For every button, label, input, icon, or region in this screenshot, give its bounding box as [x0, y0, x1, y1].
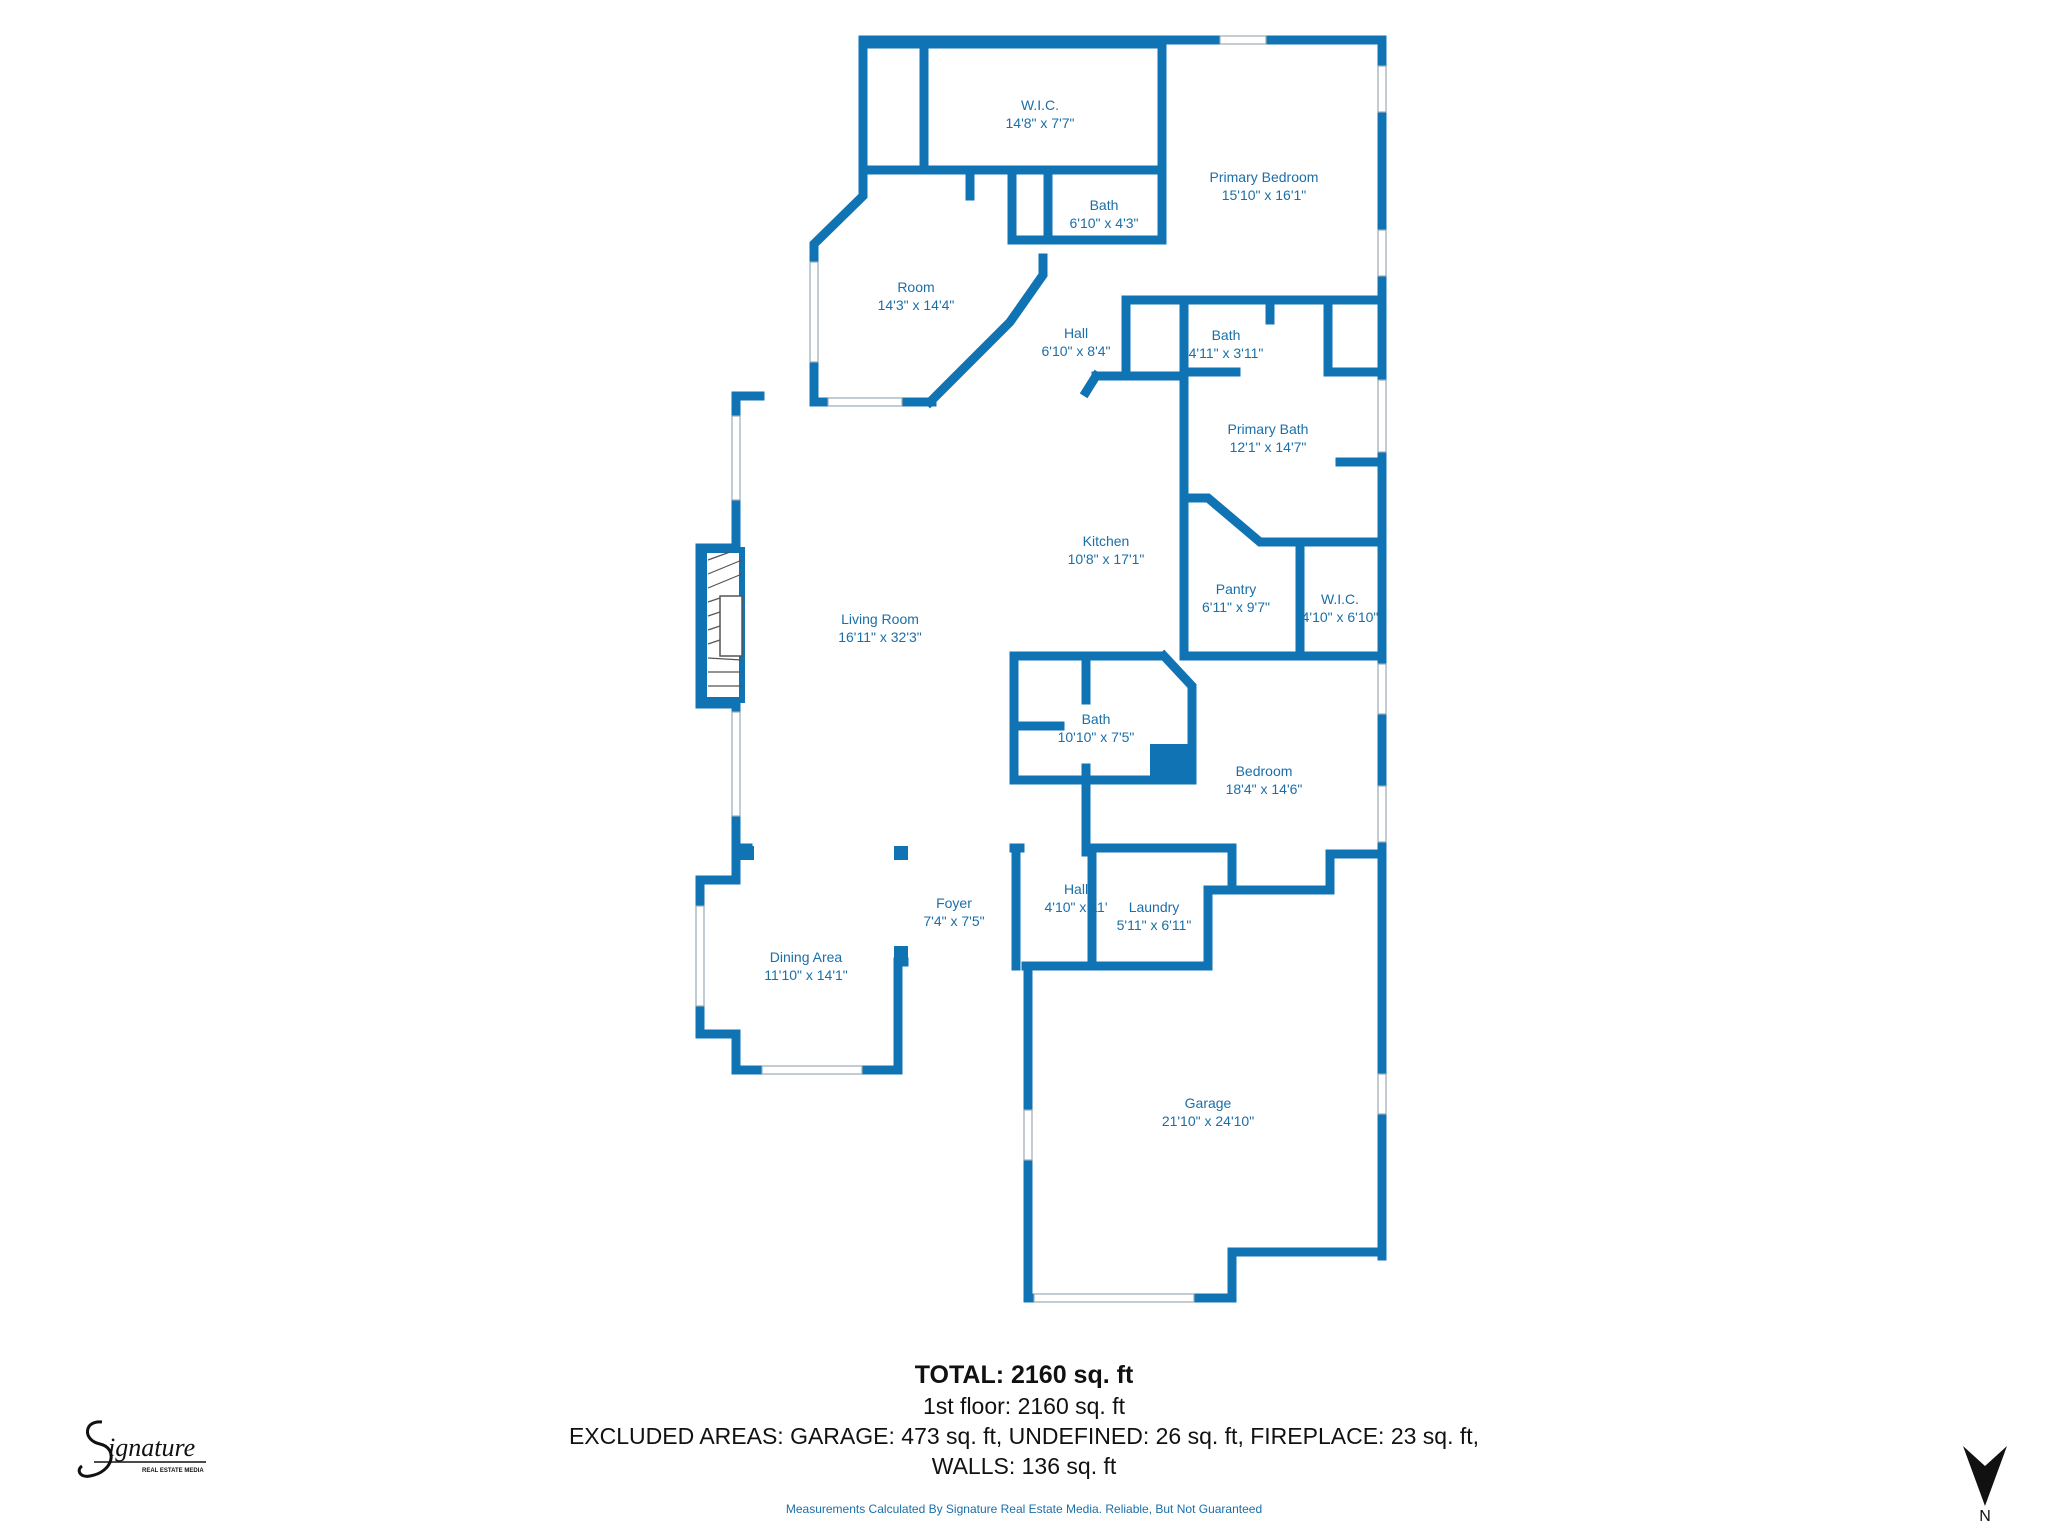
room-label-hall-upper: Hall: [1064, 325, 1088, 341]
room-label-living-room: Living Room: [841, 611, 919, 627]
room-label-bath-small: Bath: [1212, 327, 1241, 343]
room-dim-primary-bath: 12'1" x 14'7": [1230, 439, 1307, 455]
room-dim-wic: 14'8" x 7'7": [1006, 115, 1075, 131]
disclaimer: Measurements Calculated By Signature Rea…: [785, 1502, 1263, 1516]
room-label-hall-lower: Hall: [1064, 881, 1088, 897]
room-dim-hall-lower: 4'10" x 11': [1045, 899, 1108, 915]
room-dim-room: 14'3" x 14'4": [878, 297, 955, 313]
room-dim-kitchen: 10'8" x 17'1": [1068, 551, 1145, 567]
room-label-room: Room: [897, 279, 934, 295]
room-label-dining-area: Dining Area: [770, 949, 843, 965]
room-dim-primary-bedroom: 15'10" x 16'1": [1222, 187, 1307, 203]
room-label-pantry: Pantry: [1216, 581, 1256, 597]
room-dim-bath-middle: 10'10" x 7'5": [1058, 729, 1135, 745]
room-dim-dining-area: 11'10" x 14'1": [764, 967, 848, 983]
room-dim-bedroom: 18'4" x 14'6": [1226, 781, 1303, 797]
room-dim-pantry: 6'11" x 9'7": [1202, 599, 1270, 615]
room-label-bedroom: Bedroom: [1236, 763, 1293, 779]
room-label-wic: W.I.C.: [1021, 97, 1059, 113]
room-label-primary-bedroom: Primary Bedroom: [1210, 169, 1319, 185]
room-dim-hall-upper: 6'10" x 8'4": [1042, 343, 1111, 359]
room-dim-bath-small: 4'11" x 3'11": [1189, 345, 1264, 361]
room-label-foyer: Foyer: [936, 895, 972, 911]
total-area: TOTAL: 2160 sq. ft: [914, 1361, 1134, 1389]
room-label-wic-small: W.I.C.: [1321, 591, 1359, 607]
windows: [695, 35, 1387, 1303]
excluded-areas: EXCLUDED AREAS: GARAGE: 473 sq. ft, UNDE…: [568, 1423, 1480, 1449]
room-dim-wic-small: 4'10" x 6'10": [1302, 609, 1379, 625]
fixtures: [740, 744, 1192, 962]
compass-label: N: [1979, 1508, 1991, 1525]
walls: [695, 35, 1387, 1303]
room-label-bath-upper: Bath: [1090, 197, 1119, 213]
room-label-laundry: Laundry: [1129, 899, 1180, 915]
fireplace: [701, 547, 745, 703]
floor-plan: W.I.C. 14'8" x 7'7" Primary Bedroom 15'1…: [695, 35, 1387, 1303]
svg-text:ignature: ignature: [108, 1433, 195, 1462]
floor-area: 1st floor: 2160 sq. ft: [922, 1393, 1125, 1419]
north-arrow-icon: [1963, 1446, 2007, 1506]
room-dim-bath-upper: 6'10" x 4'3": [1070, 215, 1139, 231]
room-label-kitchen: Kitchen: [1083, 533, 1130, 549]
room-dim-laundry: 5'11" x 6'11": [1117, 917, 1192, 933]
room-label-primary-bath: Primary Bath: [1228, 421, 1309, 437]
signature-logo: ignature REAL ESTATE MEDIA: [77, 1420, 206, 1478]
room-dim-foyer: 7'4" x 7'5": [923, 913, 984, 929]
room-label-bath-middle: Bath: [1082, 711, 1111, 727]
svg-text:REAL ESTATE MEDIA: REAL ESTATE MEDIA: [142, 1468, 204, 1474]
room-label-garage: Garage: [1185, 1095, 1232, 1111]
room-dim-garage: 21'10" x 24'10": [1162, 1113, 1254, 1129]
room-labels: W.I.C. 14'8" x 7'7" Primary Bedroom 15'1…: [764, 97, 1378, 1129]
room-dim-living-room: 16'11" x 32'3": [838, 629, 922, 645]
walls-area: WALLS: 136 sq. ft: [931, 1453, 1117, 1479]
